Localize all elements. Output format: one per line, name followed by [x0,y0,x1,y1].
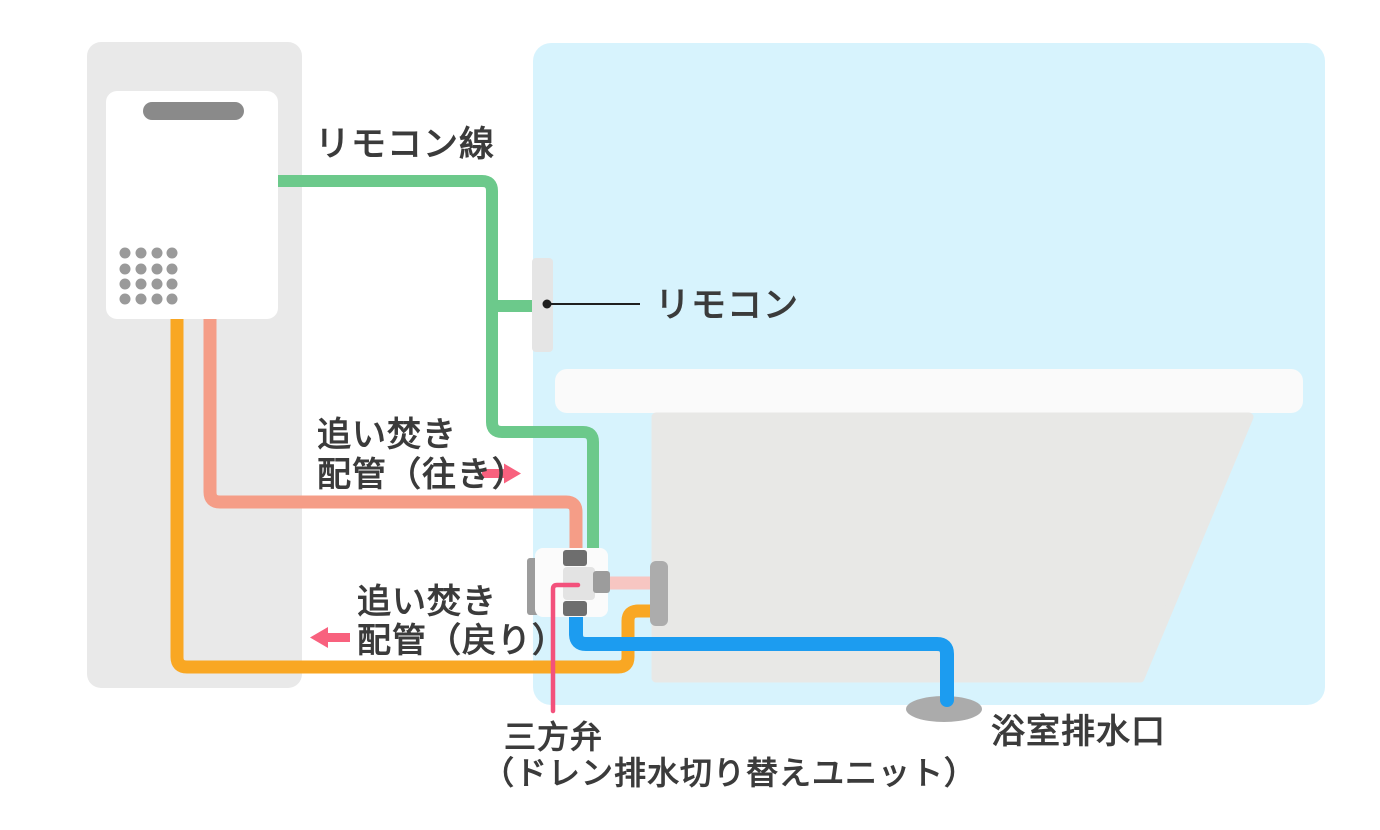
reheat-return-label-line1: 追い焚き [357,583,497,621]
remote-control-line-pipe [278,175,599,553]
drain-outlet-ellipse [906,696,982,722]
bath-drain-label: 浴室排水口 [991,713,1166,751]
heater-vent-slot [143,102,244,120]
water-heater-unit [106,91,278,319]
remote-label: リモコン [655,286,800,325]
reheat-outgoing-label-line2: 配管（往き） [317,456,527,494]
reheat-return-label-line2: 配管（戻り） [357,622,567,660]
remote-line-label: リモコン線 [315,125,496,164]
remote-leader-line [542,299,640,309]
reheat-return-label: 追い焚き 配管（戻り） [357,583,567,661]
three-way-valve-label-line2: （ドレン排水切り替えユニット） [482,755,978,791]
valve-right-connector [593,571,610,593]
valve-leader-line [550,582,581,714]
bathtub-rim [555,369,1303,413]
valve-bottom-connector [563,601,587,616]
heater-vent-dots [119,247,178,305]
reheat-outgoing-pipe [203,310,583,560]
reheat-outgoing-label-line1: 追い焚き [317,416,457,454]
flow-left-arrow-icon [310,627,350,648]
valve-top-connector [563,550,587,566]
three-way-valve-label-line1: 三方弁 [504,719,604,755]
reheat-return-pipe [170,310,652,674]
drain-pipe [569,601,954,707]
tub-wall-bracket [650,561,668,626]
reheat-outgoing-label: 追い焚き 配管（往き） [317,415,527,495]
flow-right-arrow-icon [482,463,521,484]
remote-control-unit [532,258,553,352]
